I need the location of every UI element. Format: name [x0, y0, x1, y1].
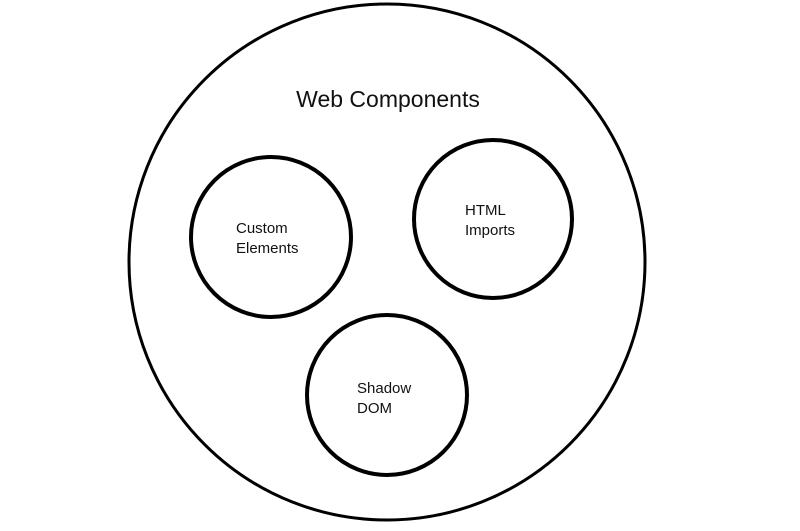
html-imports-line1: HTML — [465, 202, 506, 219]
html-imports-line2: Imports — [465, 222, 515, 239]
shadow-dom-line1: Shadow — [357, 380, 411, 397]
custom-elements-line2: Elements — [236, 240, 299, 257]
custom-elements-circle — [189, 155, 353, 319]
shadow-dom-circle — [305, 313, 469, 477]
shadow-dom-line2: DOM — [357, 400, 392, 417]
custom-elements-line1: Custom — [236, 220, 288, 237]
outer-circle — [127, 2, 647, 522]
html-imports-circle — [412, 138, 574, 300]
diagram-title: Web Components — [296, 86, 480, 112]
